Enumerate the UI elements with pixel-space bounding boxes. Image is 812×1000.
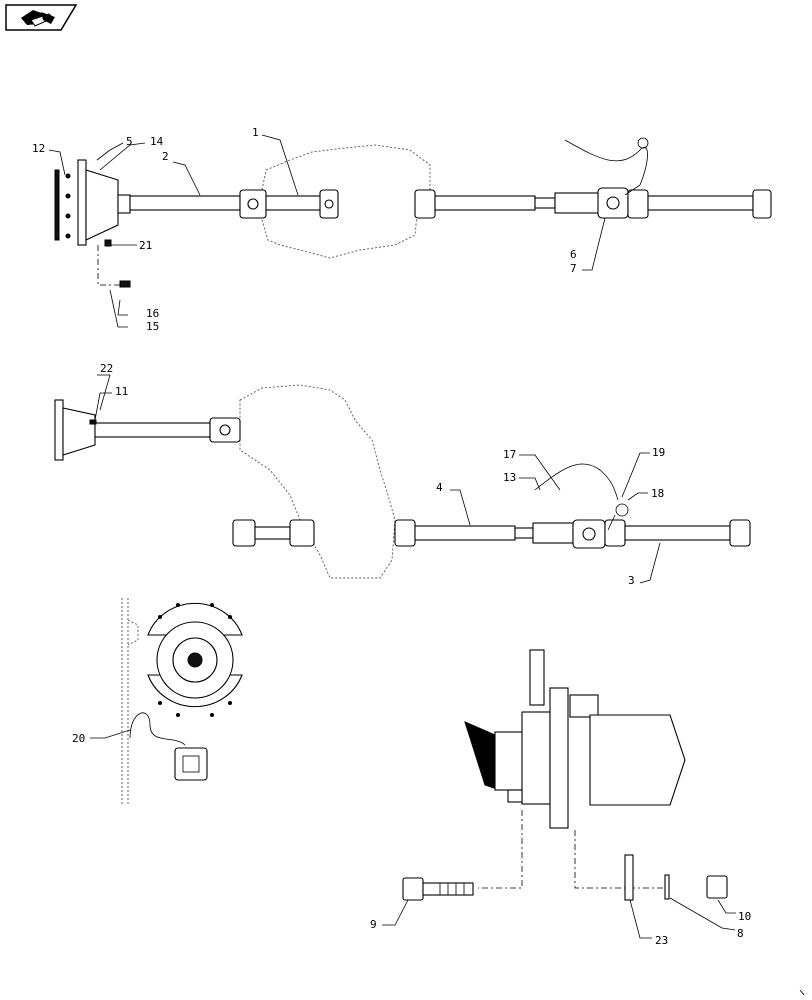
- drive-shaft-rear-tube: [554, 192, 601, 214]
- callout-13: 13: [503, 471, 516, 484]
- drive-shaft-slip: [514, 527, 534, 539]
- sensor-wire: [564, 139, 648, 196]
- drive-shaft-long: [414, 525, 516, 541]
- corner-mark: [799, 989, 805, 996]
- callout-12: 12: [32, 142, 45, 155]
- starter-nose: [494, 731, 526, 791]
- callout-labels: 1 2 3 4 5 6 7 8 9 10 11 12 13 14 15 16 1…: [32, 126, 751, 947]
- callout-15: 15: [146, 320, 159, 333]
- middle-driveline-assembly: [54, 384, 751, 579]
- drive-shaft-rear-tube: [434, 195, 536, 211]
- drive-shaft-front: [129, 195, 241, 211]
- intermediate-shaft: [254, 526, 291, 540]
- speed-sensor: [174, 747, 208, 781]
- drive-shaft-end: [647, 195, 754, 211]
- starter-motor-assembly: [464, 649, 686, 889]
- coupling-hub: [117, 194, 131, 214]
- callout-2: 2: [162, 150, 169, 163]
- callout-7: 7: [570, 262, 577, 275]
- u-joint-yoke: [289, 519, 315, 547]
- callout-22: 22: [100, 362, 113, 375]
- nut: [706, 875, 728, 899]
- bell-housing: [85, 169, 119, 241]
- callout-20: 20: [72, 732, 85, 745]
- sensor-wire: [534, 463, 619, 501]
- u-joint-yoke: [232, 519, 256, 547]
- u-joint-yoke: [627, 189, 649, 219]
- u-joint-yoke: [414, 189, 436, 219]
- starter-mount-plate: [549, 687, 569, 829]
- flywheel-cover-upper: [147, 602, 243, 636]
- starter-bolt-head: [402, 877, 424, 901]
- u-joint-yoke: [729, 519, 751, 547]
- callout-10: 10: [738, 910, 751, 923]
- callout-16: 16: [146, 307, 159, 320]
- starter-solenoid: [529, 649, 545, 706]
- top-driveline-assembly: [54, 137, 772, 288]
- callout-14: 14: [150, 135, 164, 148]
- callout-leaders: [48, 134, 736, 939]
- callout-11: 11: [115, 385, 128, 398]
- starter-terminal: [569, 694, 599, 718]
- drive-shaft-front: [94, 422, 211, 438]
- callout-5: 5: [126, 135, 133, 148]
- transmission-outline: [261, 144, 431, 259]
- callout-18: 18: [651, 487, 664, 500]
- flange-bolts: [54, 169, 71, 241]
- callout-6: 6: [570, 248, 577, 261]
- bell-housing: [62, 407, 96, 456]
- u-joint-yoke: [394, 519, 416, 547]
- drive-shaft-end: [624, 525, 731, 541]
- starter-hardware: [402, 854, 728, 901]
- transmission-outline: [239, 384, 396, 579]
- mounting-plate: [54, 399, 64, 461]
- drive-shaft-slip: [534, 197, 556, 209]
- flywheel-assembly: [121, 598, 243, 805]
- u-joint-yoke: [752, 189, 772, 219]
- spacer-plate: [624, 854, 634, 901]
- next-page-button[interactable]: [5, 4, 77, 31]
- drive-shaft-long: [532, 522, 574, 544]
- intermediate-shaft: [265, 195, 327, 211]
- mounting-plate: [77, 159, 87, 246]
- housing-outline: [121, 598, 129, 805]
- callout-9: 9: [370, 918, 377, 931]
- callout-23: 23: [655, 934, 668, 947]
- speed-sensor-wire: [129, 712, 186, 746]
- callout-17: 17: [503, 448, 516, 461]
- starter-flange: [521, 711, 551, 805]
- u-joint-yoke: [604, 519, 626, 547]
- callout-8: 8: [737, 927, 744, 940]
- callout-4: 4: [436, 481, 443, 494]
- washer: [664, 874, 670, 900]
- callout-21: 21: [139, 239, 152, 252]
- next-page-arrow-icon: [21, 10, 55, 27]
- callout-19: 19: [652, 446, 665, 459]
- callout-3: 3: [628, 574, 635, 587]
- callout-1: 1: [252, 126, 259, 139]
- starter-motor-body: [589, 714, 686, 806]
